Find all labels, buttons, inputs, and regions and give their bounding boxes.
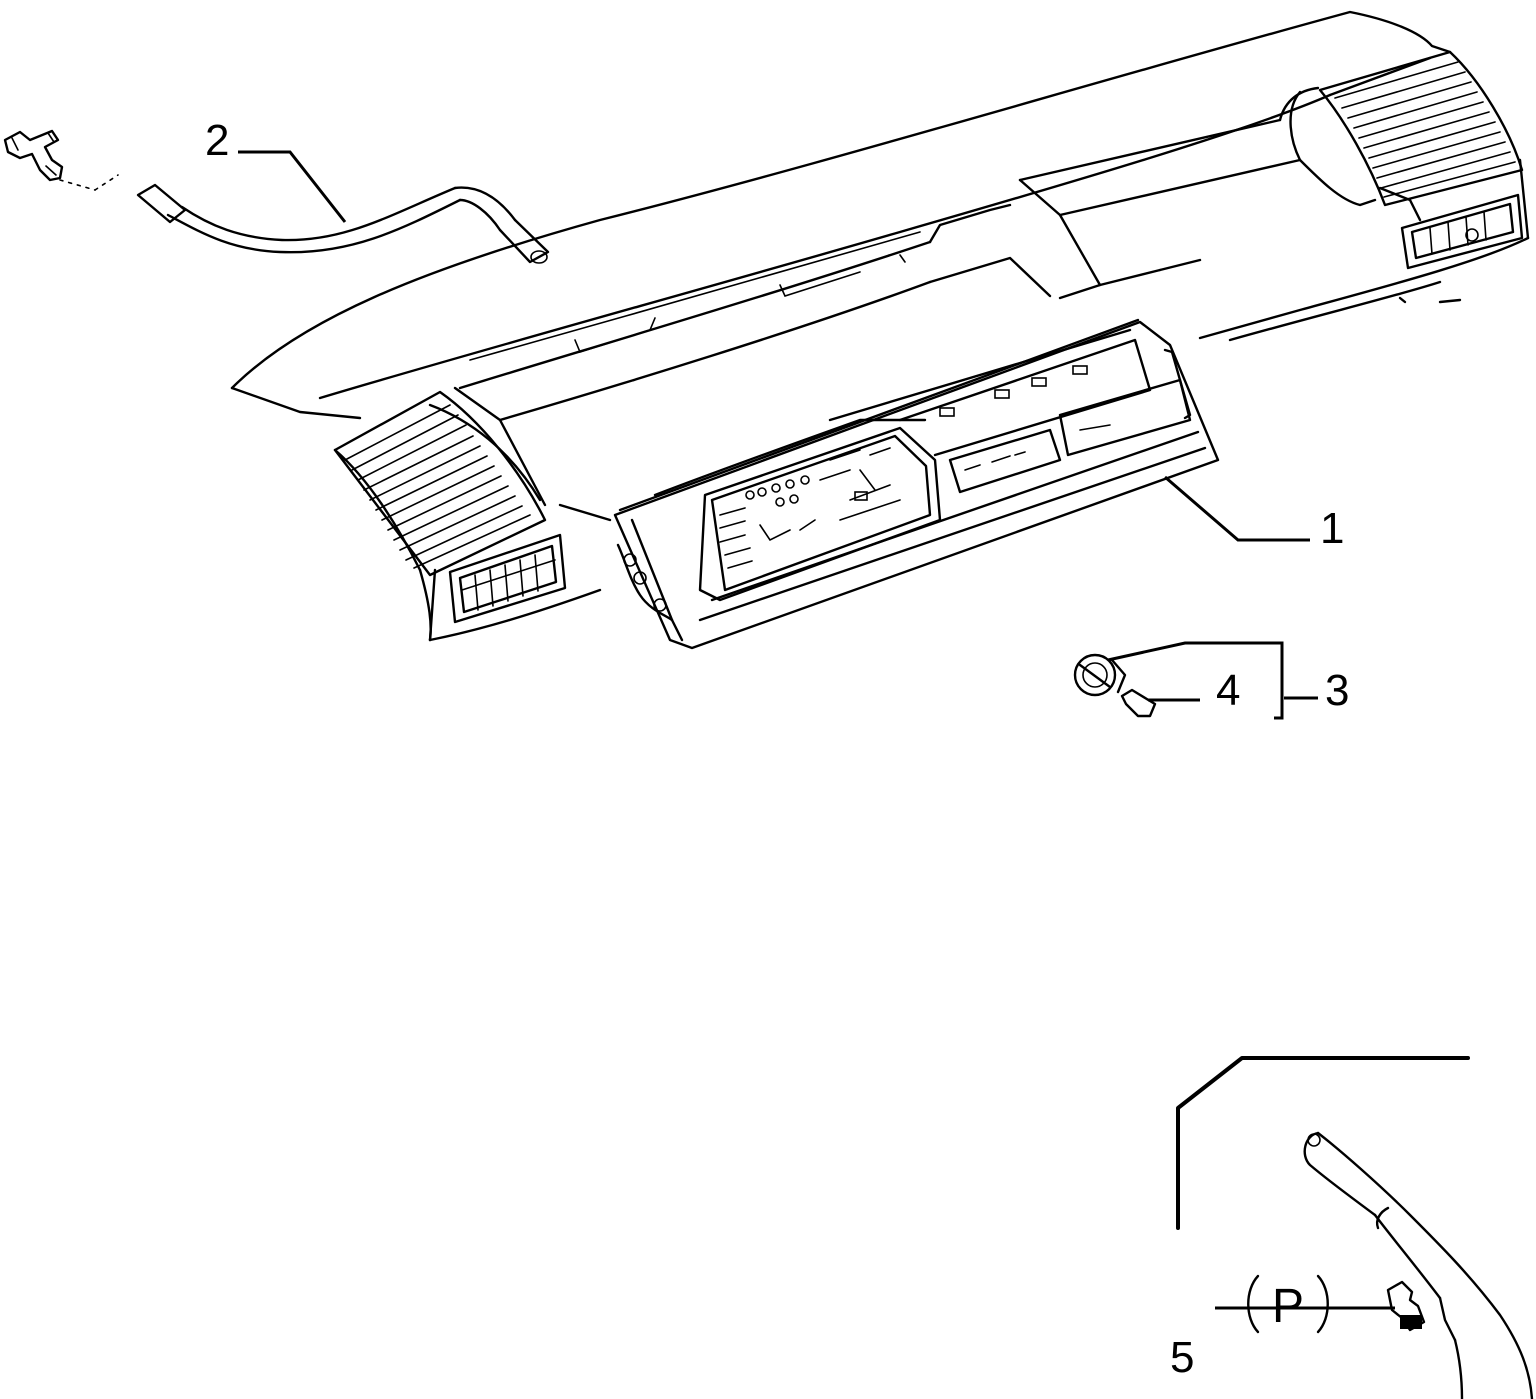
parking-brake-symbol: P xyxy=(1272,1280,1304,1333)
leader-lines xyxy=(238,150,1395,1310)
handbrake-inset xyxy=(1176,1056,1534,1399)
callout-5: 5 xyxy=(1170,1333,1194,1382)
speedometer-cable xyxy=(3,129,550,264)
callout-1: 1 xyxy=(1320,504,1344,553)
right-air-vent xyxy=(1318,50,1524,270)
leader-2 xyxy=(238,150,347,223)
callout-2: 2 xyxy=(205,116,229,165)
bulb-socket xyxy=(1073,653,1127,697)
leader-3-bracket xyxy=(1107,641,1284,720)
callout-3: 3 xyxy=(1325,666,1349,715)
bulb xyxy=(1120,688,1157,718)
dashboard-panel xyxy=(230,10,1530,642)
left-air-vent xyxy=(333,390,567,624)
instrument-cluster xyxy=(613,318,1220,650)
callout-4: 4 xyxy=(1216,666,1240,715)
leader-1 xyxy=(1164,475,1310,542)
